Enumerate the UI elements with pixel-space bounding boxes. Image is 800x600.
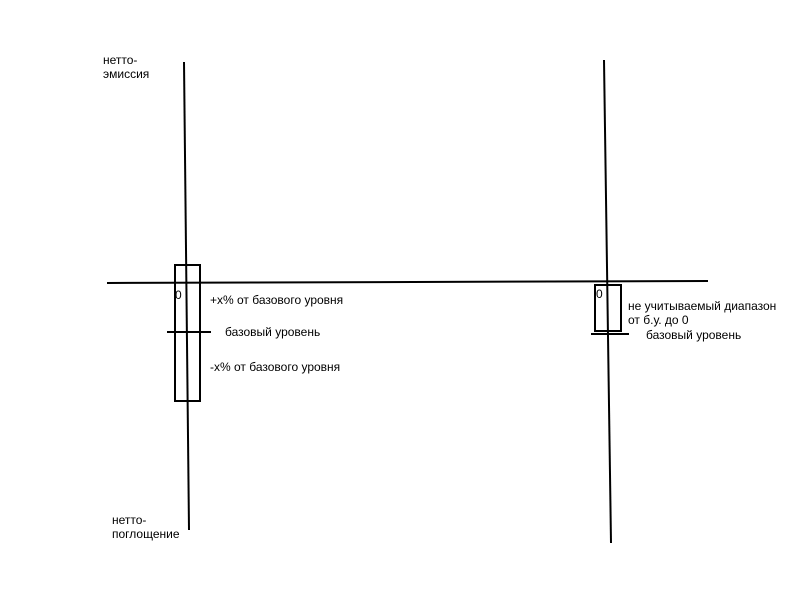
net-removal-label-line2: поглощение bbox=[112, 527, 180, 541]
net-removal-label-line1: нетто- bbox=[112, 513, 147, 527]
excluded-range-label-line2: от б.у. до 0 bbox=[628, 313, 689, 327]
left-baseline-label: базовый уровень bbox=[225, 325, 321, 339]
right-zero-label: 0 bbox=[596, 287, 603, 301]
right-vertical-axis bbox=[603, 59, 612, 544]
right-baseline-label: базовый уровень bbox=[646, 328, 742, 342]
lower-bound-label: -x% от базового уровня bbox=[210, 360, 341, 374]
left-zero-label: 0 bbox=[175, 288, 182, 302]
upper-bound-label: +x% от базового уровня bbox=[210, 293, 344, 307]
net-emission-label-line2: эмиссия bbox=[103, 67, 150, 81]
net-removal-label: нетто- поглощение bbox=[112, 513, 180, 541]
right-range-box bbox=[594, 284, 622, 332]
horizontal-zero-line bbox=[106, 280, 709, 284]
left-vertical-axis bbox=[183, 61, 190, 531]
excluded-range-label: не учитываемый диапазон от б.у. до 0 bbox=[628, 299, 776, 327]
net-emission-label-line1: нетто- bbox=[103, 53, 138, 67]
excluded-range-label-line1: не учитываемый диапазон bbox=[628, 299, 777, 313]
net-emission-label: нетто- эмиссия bbox=[103, 53, 149, 81]
